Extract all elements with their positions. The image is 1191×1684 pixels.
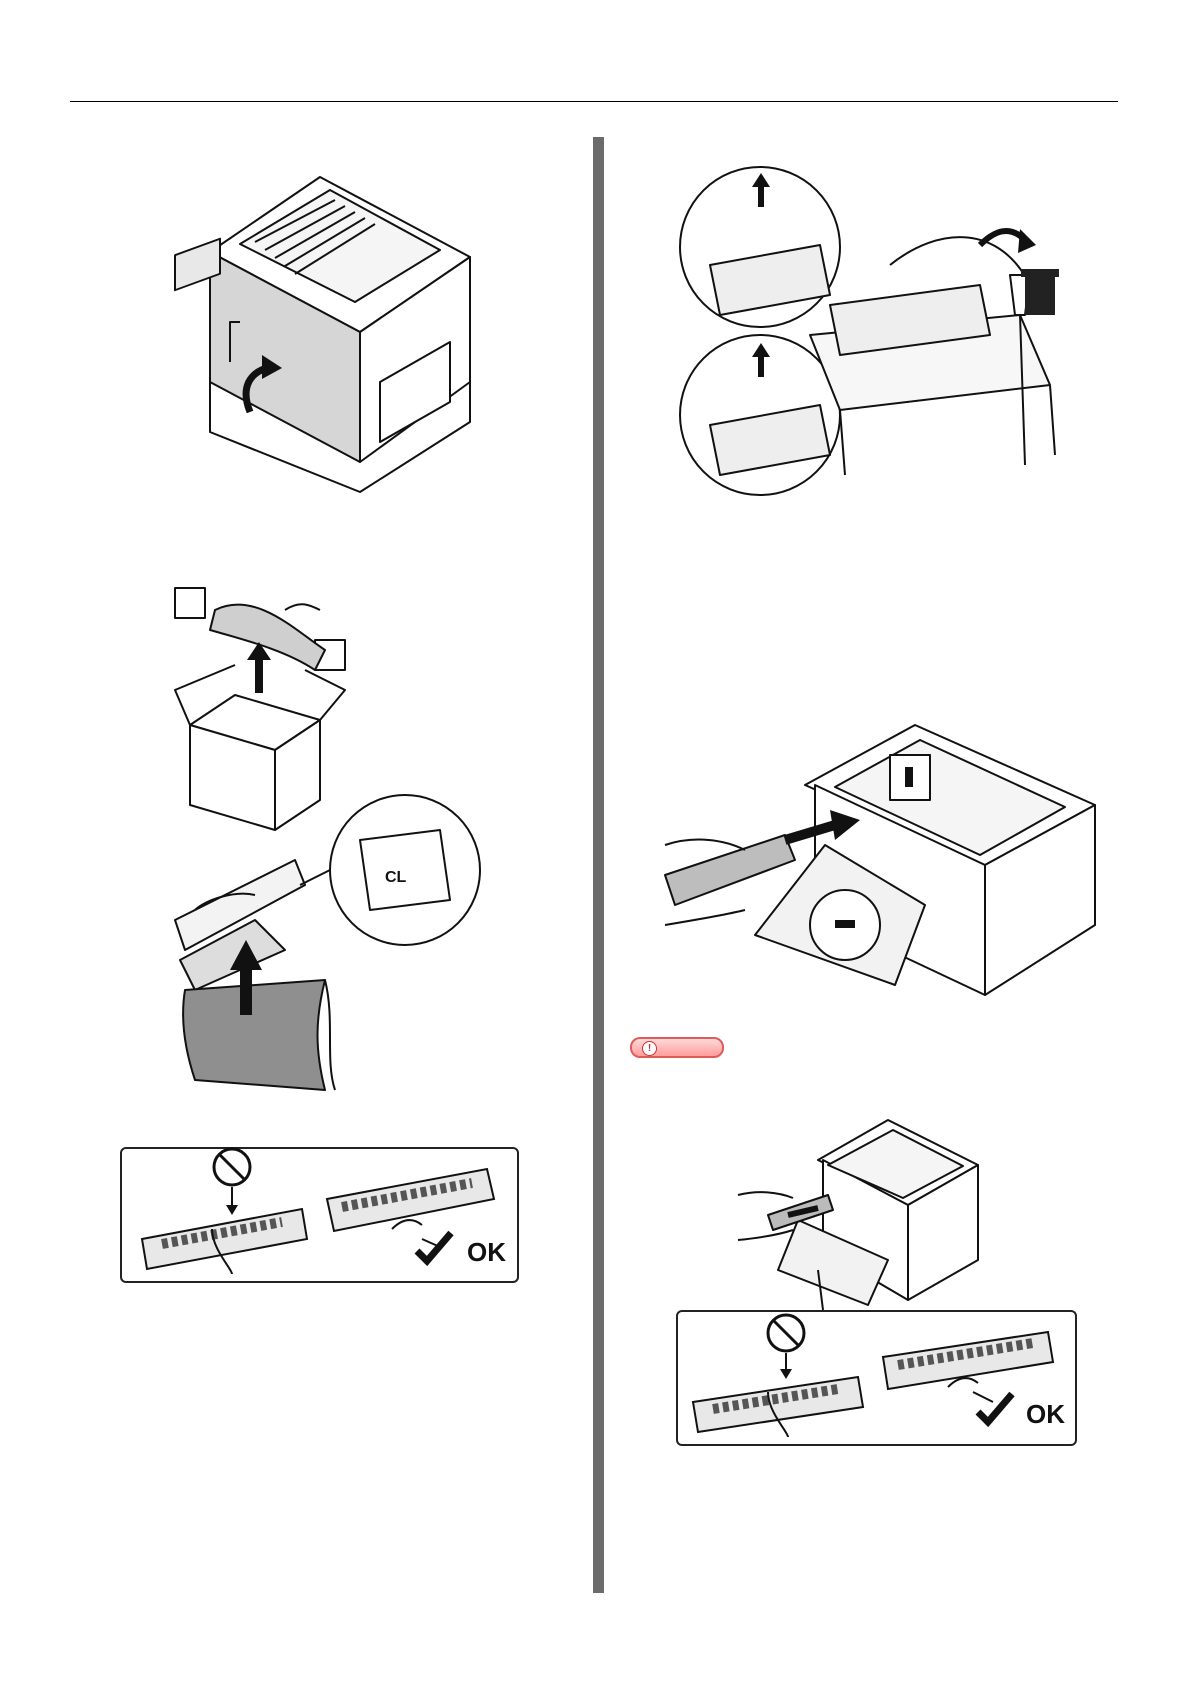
- ok-label-right: OK: [1026, 1399, 1065, 1430]
- trash-icon: [1025, 275, 1055, 315]
- ok-label: OK: [467, 1237, 506, 1268]
- prohibited-handling-illustration: [132, 1139, 312, 1279]
- drum-marker-label: CL: [385, 869, 407, 886]
- handling-instruction-panel-left: OK: [120, 1147, 519, 1283]
- printer-open-cover-illustration: [170, 172, 490, 492]
- insert-drum-small-illustration: [738, 1120, 988, 1310]
- remove-stoppers-illustration: [680, 165, 1080, 500]
- note-icon: !: [642, 1041, 657, 1056]
- prohibited-handling-illustration-right: [688, 1307, 868, 1447]
- drum-cl-bag-illustration: CL: [175, 790, 475, 1110]
- insert-drum-illustration: [665, 725, 1105, 1015]
- handling-instruction-panel-right: OK: [676, 1310, 1077, 1446]
- check-icon-right: [978, 1394, 1012, 1422]
- column-separator-bar: [593, 137, 604, 1593]
- note-badge: !: [630, 1037, 724, 1058]
- check-icon: [417, 1233, 451, 1261]
- header-rule: [70, 101, 1118, 102]
